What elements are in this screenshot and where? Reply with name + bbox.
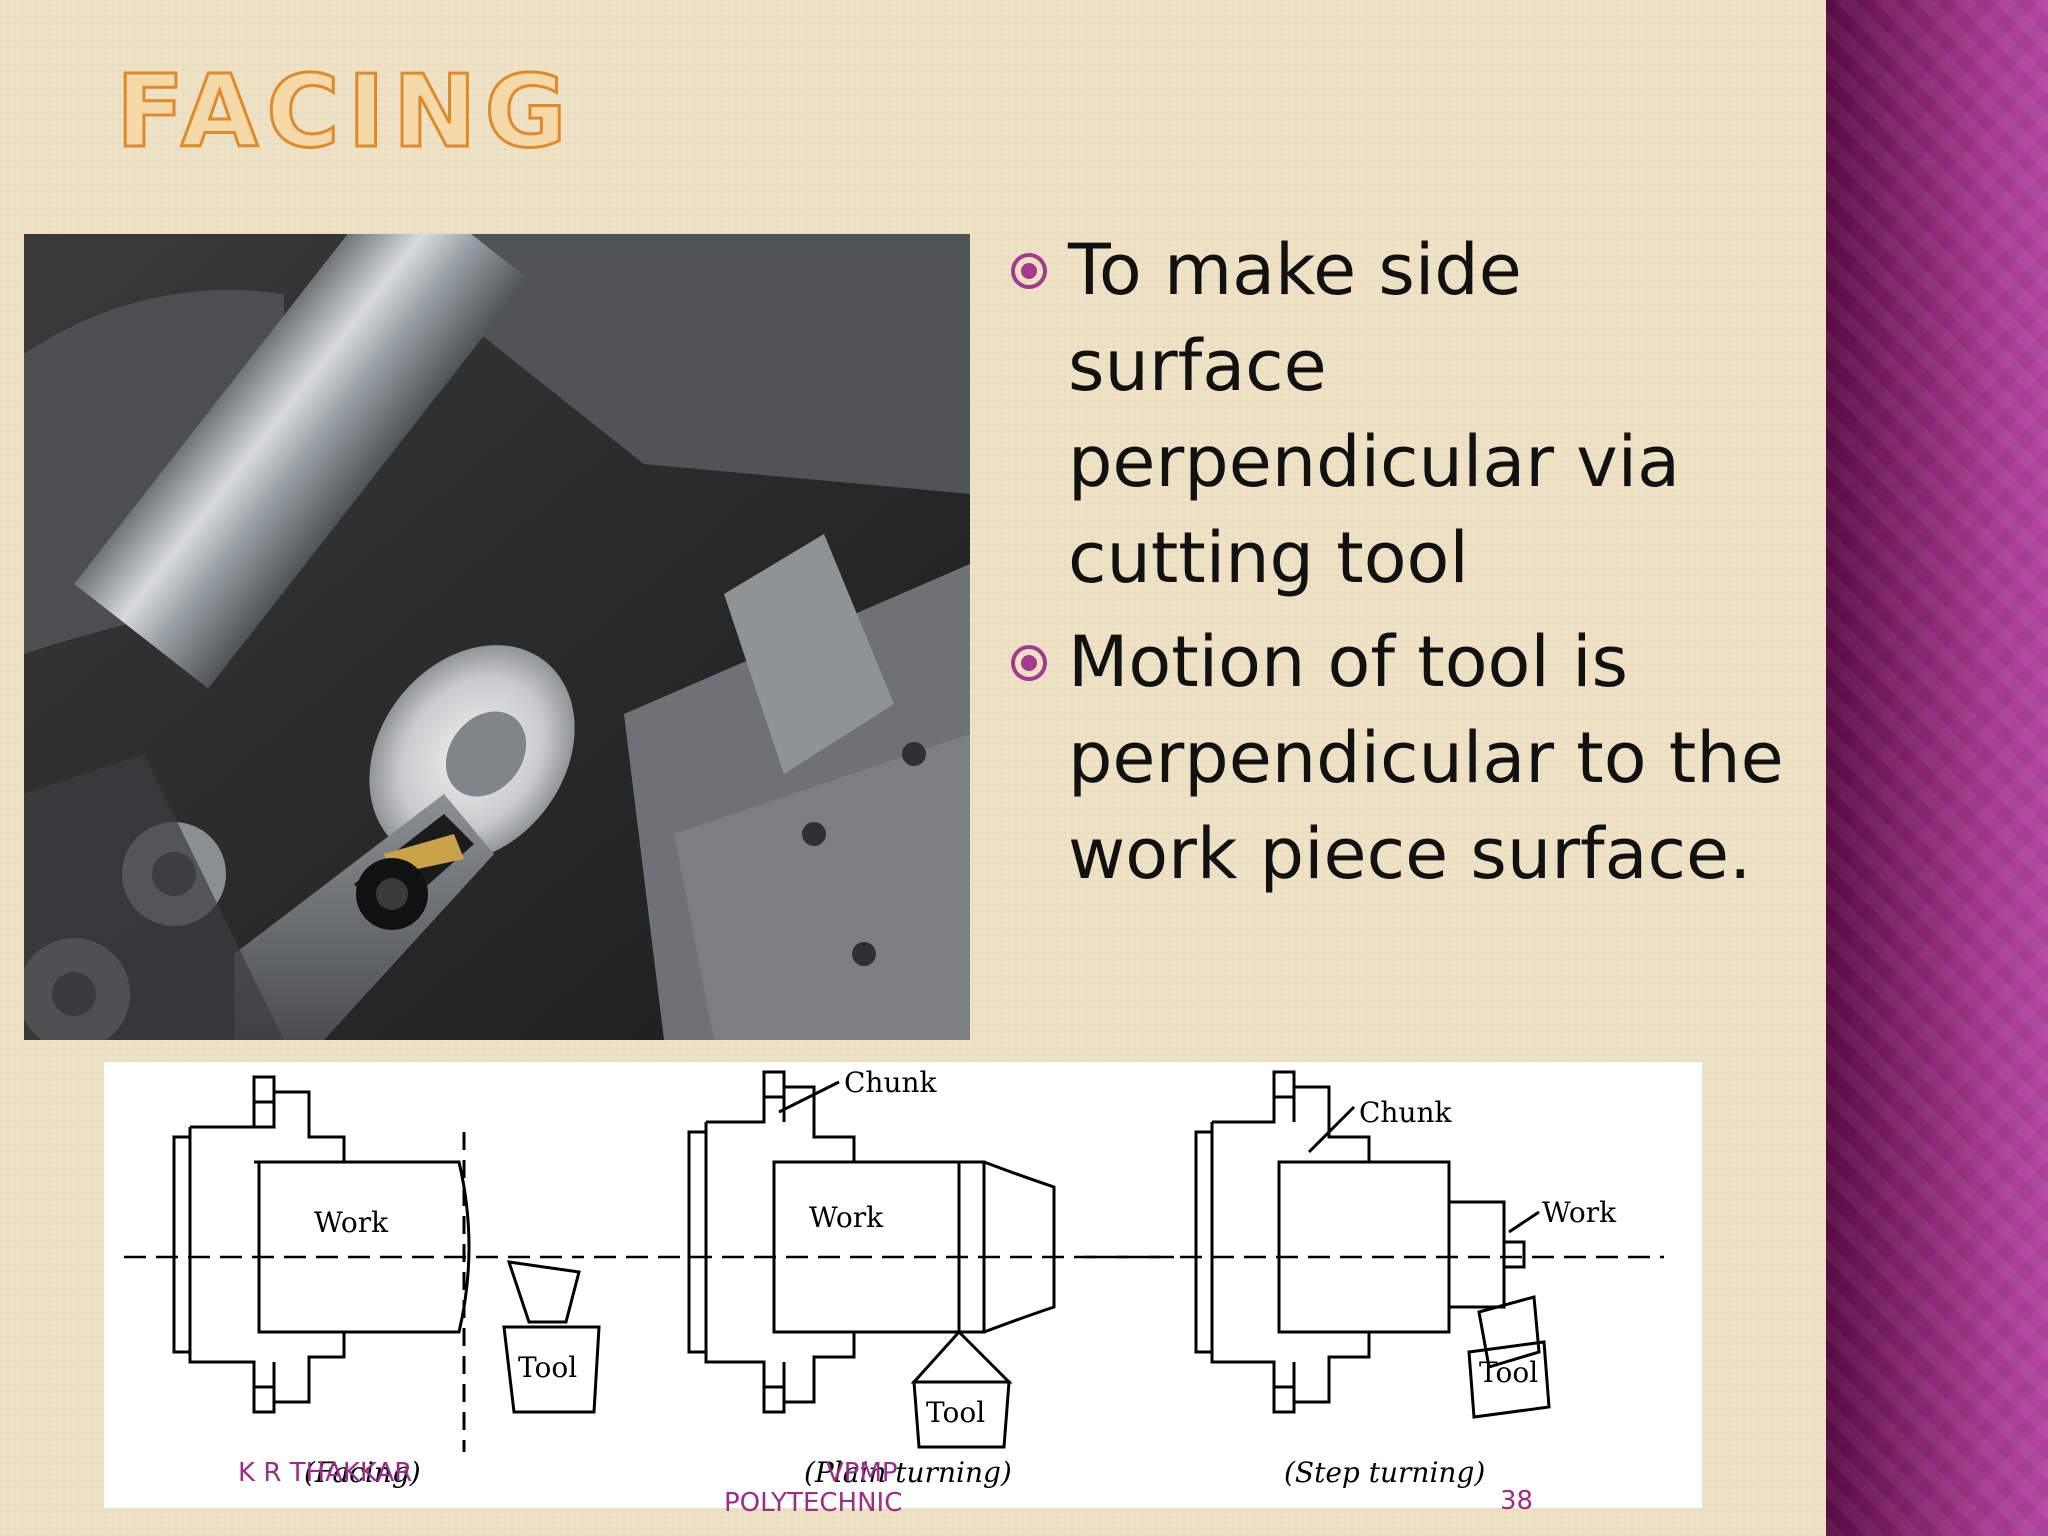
tool-label: Tool bbox=[1479, 1356, 1538, 1389]
plain-turning-caption: (Plain turning) bbox=[804, 1456, 1012, 1489]
plain-turning-panel: Chunk Work Tool (Plain turning) bbox=[594, 1066, 1174, 1489]
lathe-photo-illustration bbox=[24, 234, 970, 1040]
step-turning-caption: (Step turning) bbox=[1284, 1456, 1485, 1489]
bullet-list: To make side surface perpendicular via c… bbox=[1008, 222, 1788, 910]
footer-page-number: 38 bbox=[1500, 1486, 1534, 1516]
lathe-facing-photo bbox=[24, 234, 970, 1040]
slide-title: FACING bbox=[115, 53, 575, 170]
facing-panel: Work Tool (Facing) bbox=[124, 1075, 601, 1489]
footer-institute-line2: POLYTECHNIC bbox=[724, 1488, 903, 1518]
facing-caption: (Facing) bbox=[304, 1456, 421, 1489]
work-label: Work bbox=[1542, 1196, 1617, 1229]
bullet-item: To make side surface perpendicular via c… bbox=[1008, 222, 1788, 606]
target-bullet-icon bbox=[1011, 645, 1047, 681]
target-bullet-icon bbox=[1011, 253, 1047, 289]
footer-institute-line1: VPMP bbox=[826, 1458, 898, 1488]
turning-diagram-svg: Work Tool (Facing) Chunk Work T bbox=[124, 1066, 1664, 1489]
work-label: Work bbox=[809, 1201, 884, 1234]
tool-label: Tool bbox=[926, 1396, 985, 1429]
bullet-text: Motion of tool is perpendicular to the w… bbox=[1068, 621, 1784, 895]
chunk-label: Chunk bbox=[1359, 1096, 1453, 1129]
bullet-item: Motion of tool is perpendicular to the w… bbox=[1008, 614, 1788, 902]
slide: FACING bbox=[0, 0, 1826, 1536]
tool-label: Tool bbox=[518, 1351, 577, 1384]
chunk-label: Chunk bbox=[844, 1066, 938, 1099]
bullet-text: To make side surface perpendicular via c… bbox=[1068, 229, 1681, 599]
decorative-side-band bbox=[1826, 0, 2048, 1536]
work-label: Work bbox=[314, 1206, 389, 1239]
turning-operations-diagram: Work Tool (Facing) Chunk Work T bbox=[104, 1062, 1702, 1508]
footer-author: K R THAKKAR bbox=[238, 1458, 413, 1488]
step-turning-panel: Chunk Work Tool (Step turning) bbox=[1084, 1070, 1664, 1489]
